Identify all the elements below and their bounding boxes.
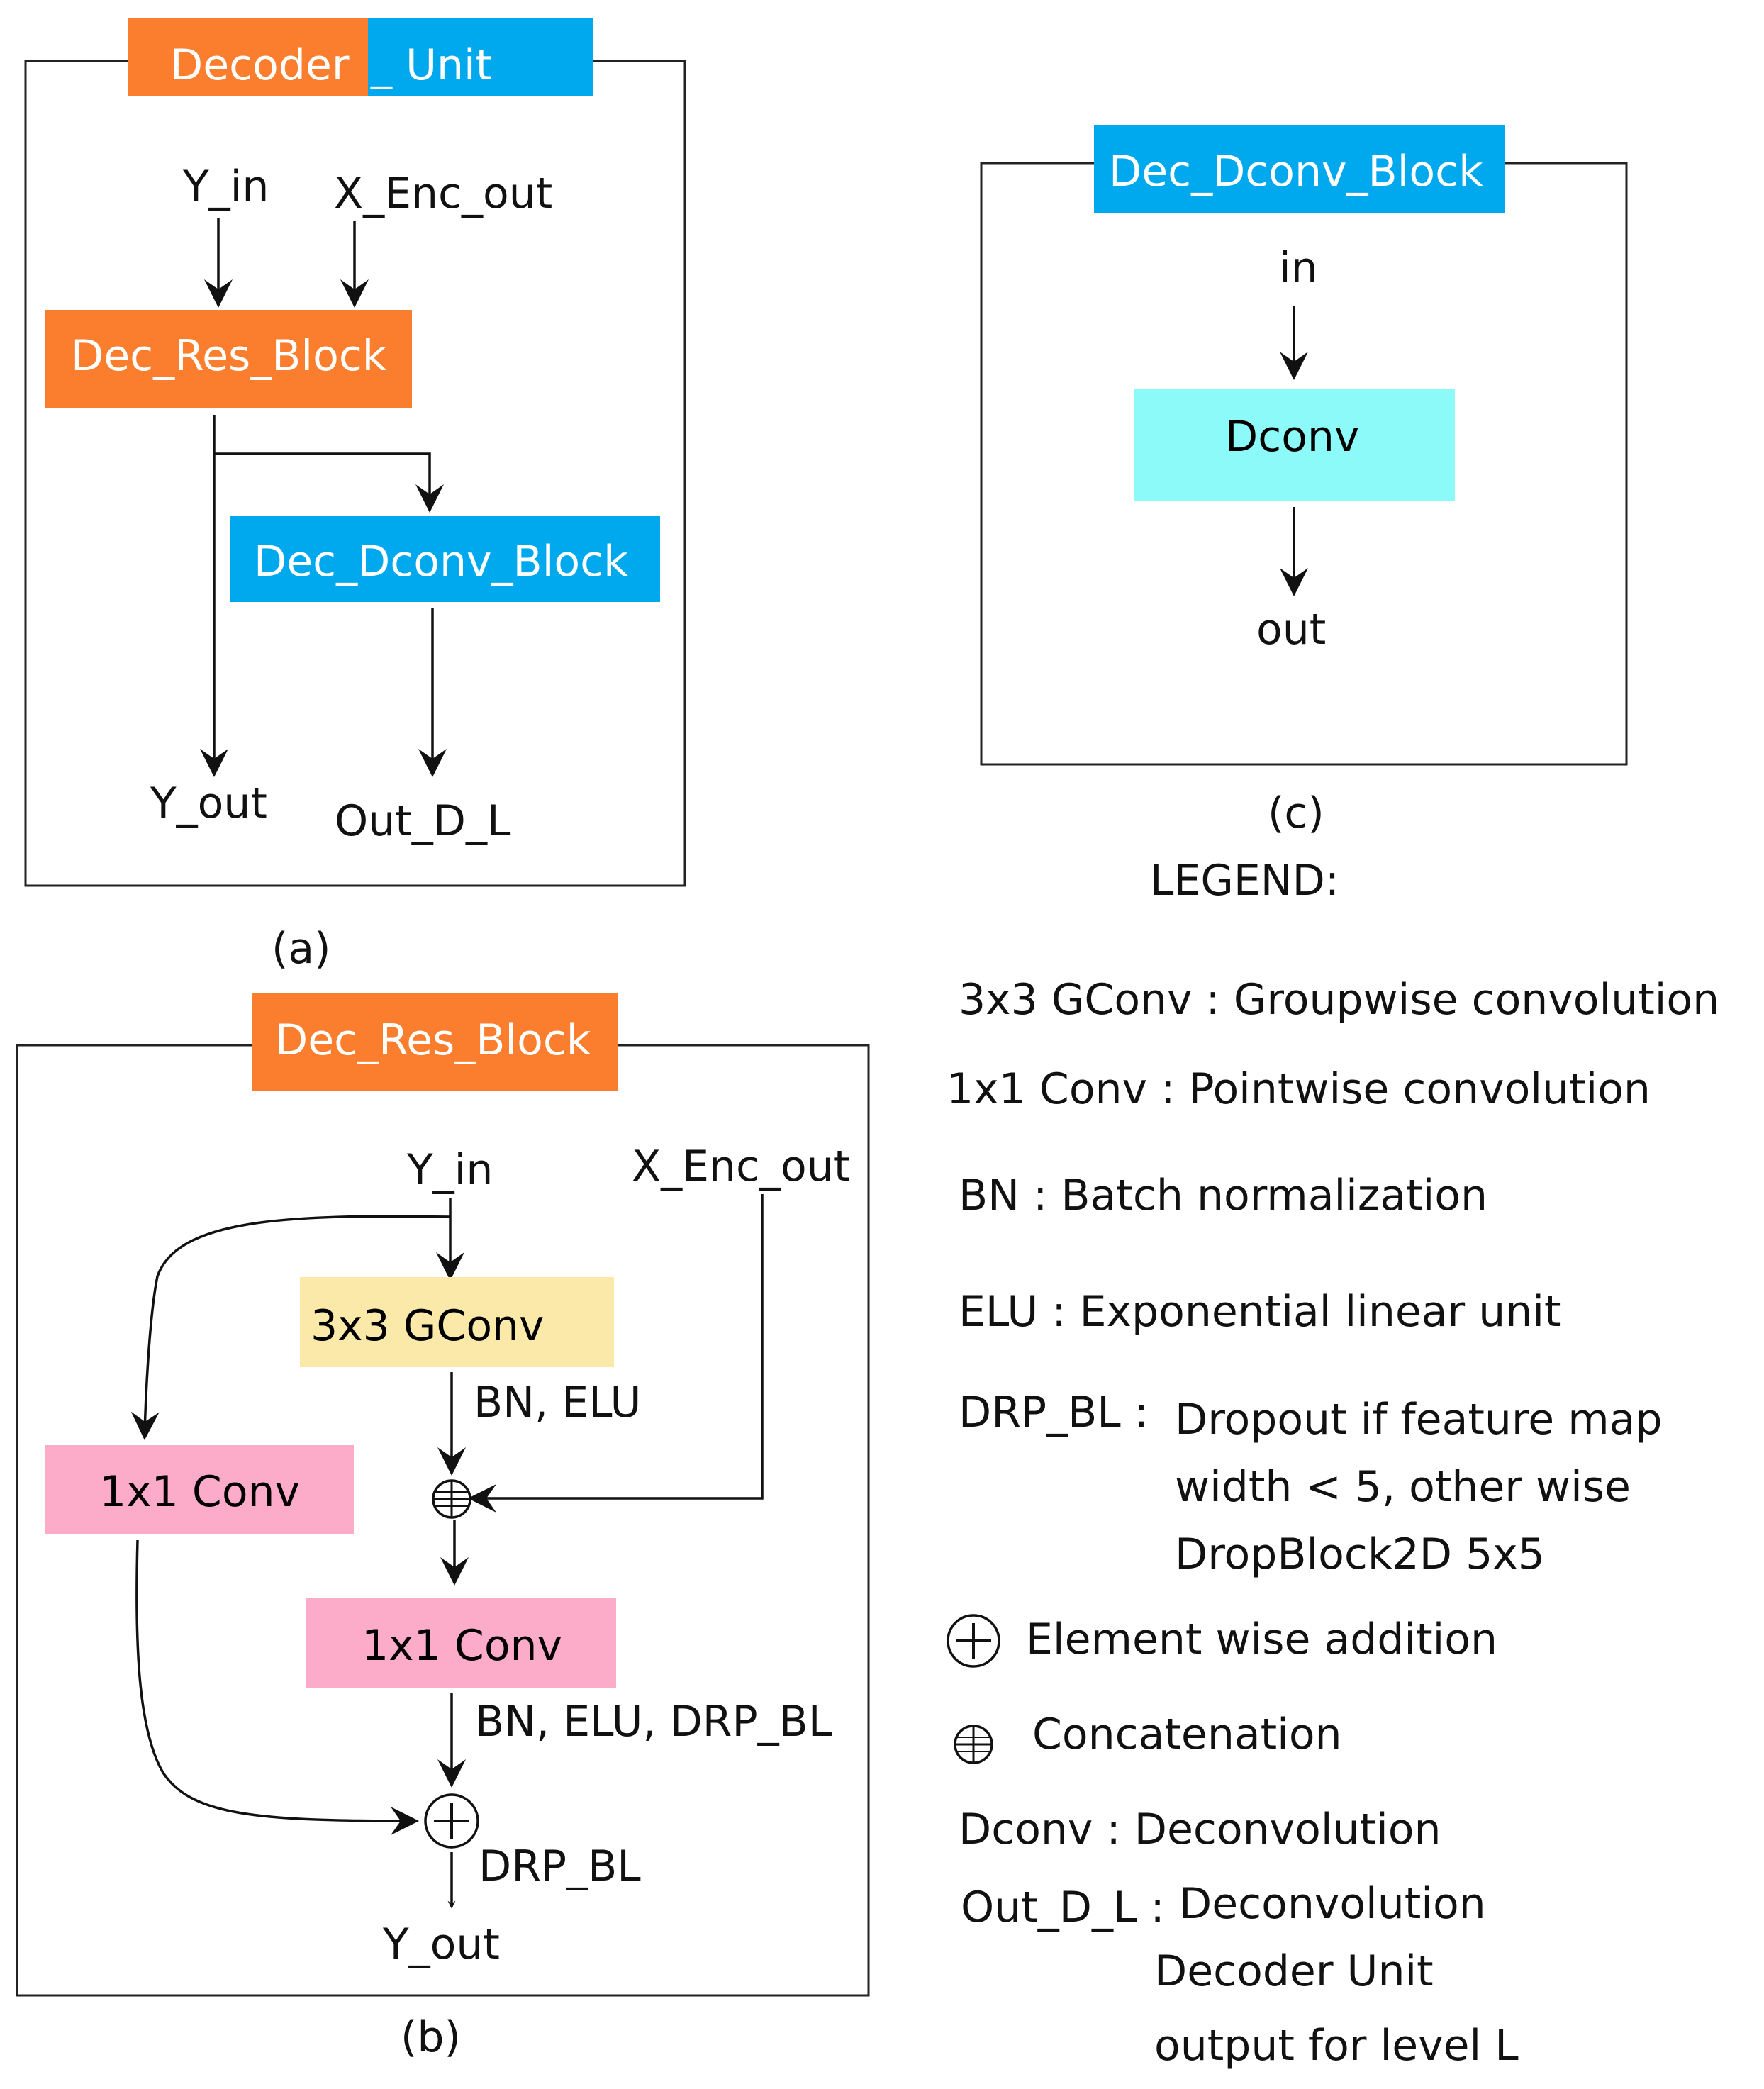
b-arrow-skip-to-conv: [130, 1215, 451, 1440]
c-caption: (c): [1268, 789, 1324, 838]
a-input-x-label: X_Enc_out: [334, 169, 552, 218]
a-dec-res-block-label: Dec_Res_Block: [71, 331, 387, 381]
legend-bn: BN : Batch normalization: [959, 1171, 1487, 1220]
legend-conv: 1x1 Conv : Pointwise convolution: [947, 1064, 1651, 1114]
b-conv-left-label: 1x1 Conv: [99, 1467, 300, 1517]
a-dec-dconv-block-label: Dec_Dconv_Block: [254, 537, 628, 586]
b-arrow-xenc-to-concat: [468, 1194, 764, 1513]
b-add-icon: [424, 1793, 479, 1849]
c-input-label: in: [1279, 243, 1318, 293]
b-add-post-label: DRP_BL: [479, 1842, 641, 1891]
panel-a-decoder-unit: Decoder _ Unit Y_in X_Enc_out Dec_Res_Bl…: [24, 18, 686, 974]
b-caption: (b): [401, 2012, 461, 2062]
legend-drp-term: DRP_BL :: [959, 1388, 1149, 1437]
a-output-d-label: Out_D_L: [335, 796, 511, 846]
legend-drp-line3: DropBlock2D 5x5: [1175, 1530, 1545, 1579]
a-caption: (a): [272, 924, 331, 974]
b-output-y-label: Y_out: [382, 1920, 500, 1969]
decoder-unit-title-orange: [128, 18, 368, 96]
c-dconv-box: [1134, 389, 1455, 501]
legend-concat: Concatenation: [1032, 1710, 1342, 1759]
panel-c-dec-dconv-block: Dec_Dconv_Block in Dconv out (c): [980, 125, 1628, 838]
legend-outdl-line3: output for level L: [1154, 2021, 1519, 2071]
b-input-y-label: Y_in: [406, 1145, 493, 1195]
legend-elu: ELU : Exponential linear unit: [959, 1287, 1561, 1337]
b-input-x-label: X_Enc_out: [632, 1142, 850, 1191]
b-conv-mid-label: 1x1 Conv: [362, 1621, 562, 1671]
c-dconv-label: Dconv: [1225, 412, 1359, 462]
legend-drp-line2: width < 5, other wise: [1175, 1462, 1631, 1512]
b-gconv-box: [300, 1277, 614, 1367]
legend-outdl-line1: Deconvolution: [1179, 1879, 1486, 1929]
c-output-label: out: [1256, 605, 1326, 654]
a-input-y-label: Y_in: [182, 162, 269, 211]
a-dec-dconv-block: [230, 516, 660, 602]
c-title: Dec_Dconv_Block: [1109, 147, 1483, 196]
legend-add: Element wise addition: [1026, 1615, 1497, 1664]
b-arrow-skip-to-add: [135, 1539, 419, 1835]
legend-add-icon: [947, 1614, 1000, 1668]
legend-dconv: Dconv : Deconvolution: [959, 1805, 1441, 1854]
legend-concat-icon: [954, 1725, 993, 1764]
b-concat-icon: [432, 1479, 471, 1519]
legend-outdl-line2: Decoder Unit: [1154, 1946, 1434, 1996]
b-conv-left-box: [45, 1445, 354, 1534]
legend-gconv: 3x3 GConv : Groupwise convolution: [959, 975, 1719, 1025]
b-title: Dec_Res_Block: [275, 1015, 591, 1065]
decoder-unit-title-left: Decoder: [170, 40, 350, 90]
legend-outdl-term: Out_D_L :: [961, 1883, 1165, 1932]
c-title-box: [1094, 125, 1505, 213]
b-title-box: [252, 993, 618, 1091]
legend-title: LEGEND:: [1150, 856, 1339, 906]
b-conv-mid-post-label: BN, ELU, DRP_BL: [475, 1697, 832, 1747]
a-dec-res-block: [45, 310, 412, 408]
legend: LEGEND: 3x3 GConv : Groupwise convolutio…: [947, 856, 1719, 2071]
b-gconv-label: 3x3 GConv: [311, 1301, 545, 1351]
b-conv-mid-box: [306, 1598, 616, 1688]
legend-drp-line1: Dropout if feature map: [1175, 1395, 1663, 1444]
decoder-unit-title-blue: [368, 18, 593, 96]
a-output-y-label: Y_out: [150, 779, 267, 828]
decoder-unit-title-right: _ Unit: [370, 40, 492, 90]
panel-b-dec-res-block: Dec_Res_Block Y_in X_Enc_out 3x3 GConv B…: [16, 993, 870, 2062]
a-arrow-to-dconv: [214, 452, 444, 513]
b-gconv-post-label: BN, ELU: [474, 1378, 641, 1427]
